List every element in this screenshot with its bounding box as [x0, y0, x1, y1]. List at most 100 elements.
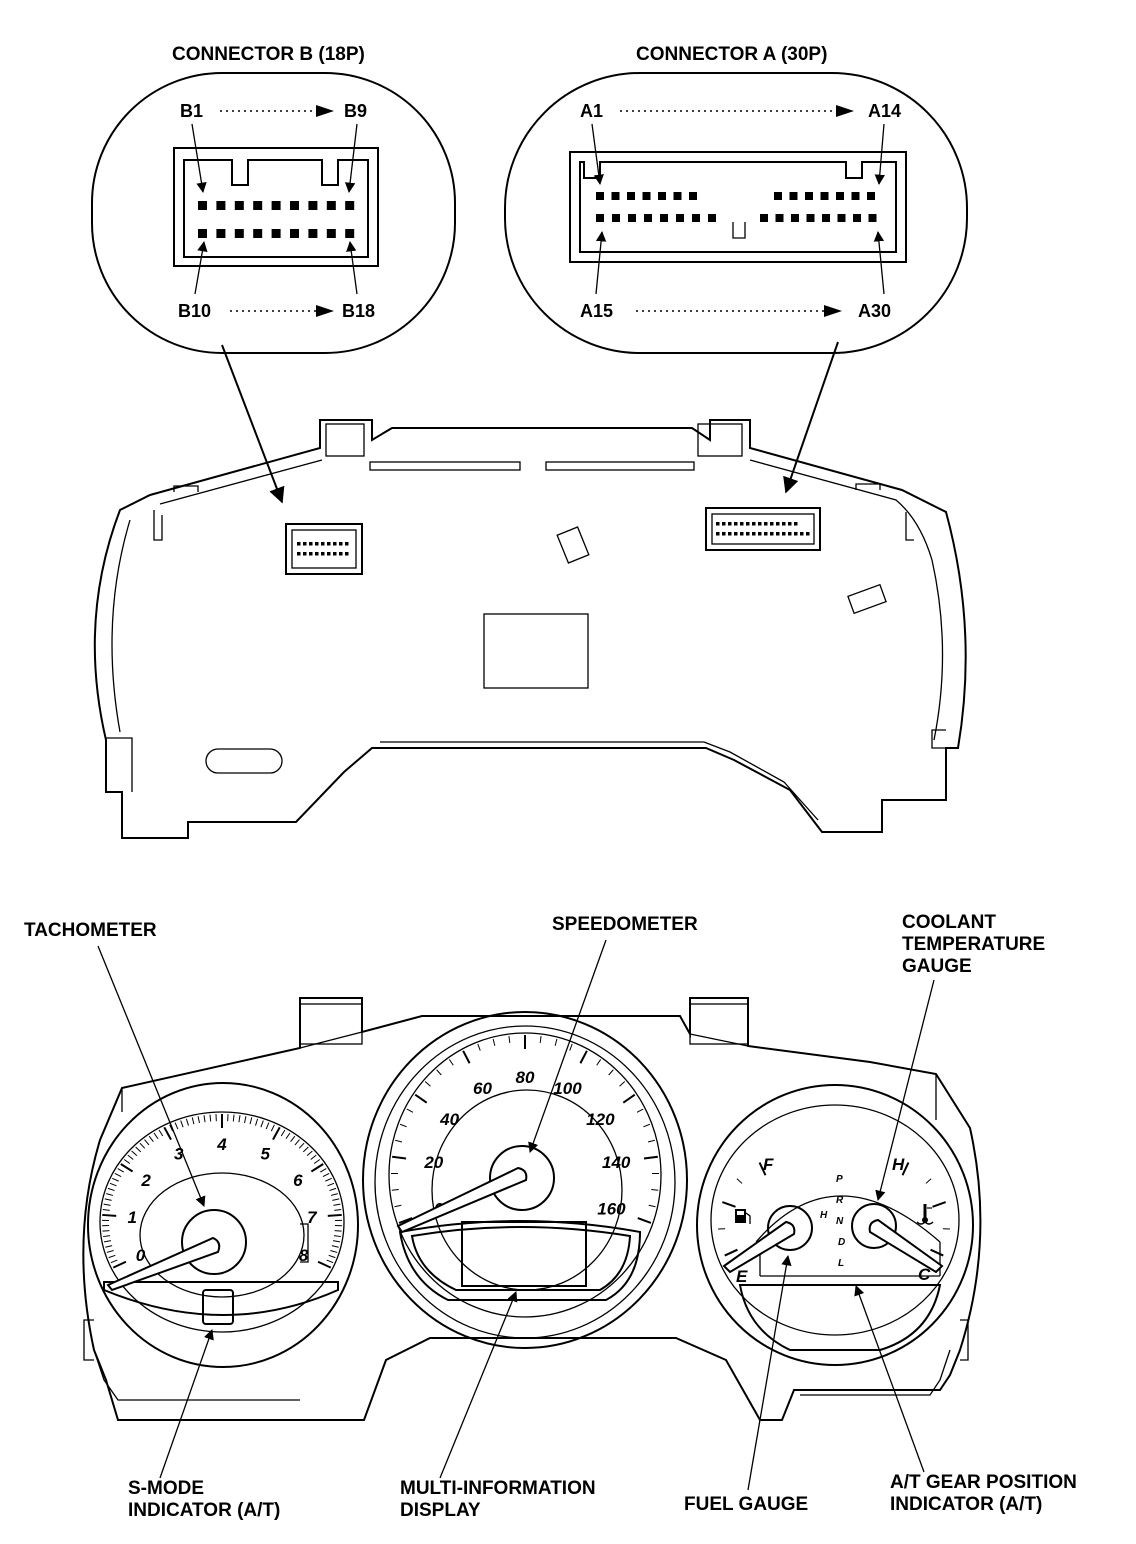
connector-b-pin [308, 201, 318, 210]
connector-a-pin [644, 214, 652, 222]
tachometer-major-tick [102, 1213, 117, 1217]
pin-label-b1: B1 [180, 101, 203, 121]
coolant-hot-label: H [892, 1155, 905, 1174]
connector-a-locator-arrow [783, 341, 839, 494]
speedometer-minor-tick [424, 1081, 431, 1087]
pin-leader-a14 [874, 123, 885, 186]
tachometer-minor-tick [334, 1230, 342, 1232]
coolant-label-line2: TEMPERATURE [902, 934, 1045, 955]
speedometer: 020406080100120140160 [362, 1011, 688, 1349]
speedometer-major-tick [637, 1217, 652, 1224]
speedometer-minor-tick [406, 1108, 414, 1113]
rear-connector-a-pin [794, 522, 798, 526]
tachometer-minor-tick [319, 1168, 327, 1173]
tachometer-minor-tick [238, 1115, 241, 1123]
coolant-cold-label: C [918, 1265, 931, 1284]
tachometer-major-tick [327, 1213, 342, 1217]
rear-connector-b-inner [291, 529, 357, 569]
tachometer-minor-tick [302, 1146, 309, 1153]
rear-connector-a-pin [800, 532, 804, 536]
tachometer-face [99, 1111, 345, 1333]
tachometer-minor-tick [329, 1187, 337, 1192]
tachometer-minor-tick [169, 1124, 174, 1132]
connector-a-pin [805, 192, 813, 200]
tachometer-label: 8 [299, 1246, 309, 1265]
rear-tab-right [847, 583, 887, 615]
rear-corner-feet [106, 729, 946, 792]
rear-connector-b-pin [303, 552, 307, 556]
speedometer-label: 100 [553, 1079, 582, 1098]
mid-label-line2: DISPLAY [400, 1500, 481, 1521]
rear-connector-a-pin [770, 532, 774, 536]
connector-b-title: CONNECTOR B (18P) [172, 44, 365, 65]
connector-b-pins [198, 201, 355, 238]
tachometer-minor-tick [109, 1182, 117, 1187]
multi-information-display [461, 1221, 587, 1287]
pin-range-arrow-a-bottom [824, 305, 842, 317]
pin-range-arrow-b-bottom [316, 305, 334, 317]
connector-a-pin [806, 214, 815, 222]
tachometer-minor-tick [174, 1122, 179, 1130]
coolant-thermometer-icon [916, 1204, 934, 1225]
rear-connector-a-pin [758, 532, 762, 536]
connector-a-callout: CONNECTOR A (30P) A1 A14 A15 A30 [504, 44, 968, 494]
rear-connector-b-pin [321, 542, 325, 546]
speedometer-minor-tick [539, 1035, 542, 1044]
connector-b-pin [326, 201, 336, 210]
fuel-gauge-needle [722, 1220, 796, 1274]
tachometer-minor-tick [310, 1154, 317, 1160]
tachometer-minor-tick [102, 1230, 110, 1232]
tachometer-minor-tick [139, 1142, 146, 1149]
rear-connector-a-pin [740, 522, 744, 526]
connector-a-pin [708, 214, 716, 222]
rear-tab-center [556, 526, 590, 564]
speedometer-minor-tick [636, 1108, 644, 1113]
connector-b-pin [198, 229, 207, 238]
tachometer-minor-tick [103, 1235, 111, 1238]
gear-position-label: P [836, 1174, 843, 1185]
tachometer-minor-tick [330, 1193, 338, 1196]
rear-connector-b-pin [339, 552, 343, 556]
s-mode-label-line2: INDICATOR (A/T) [128, 1500, 280, 1521]
tachometer-minor-tick [298, 1142, 305, 1149]
fuel-gauge-major-tick [724, 1248, 738, 1257]
tachometer-major-tick [112, 1260, 127, 1269]
connector-a-pin [789, 192, 798, 200]
speedometer-needle [396, 1166, 528, 1234]
rear-connector-a-pin [788, 522, 792, 526]
coolant-gauge-major-tick [930, 1248, 944, 1257]
tachometer-minor-tick [313, 1159, 321, 1164]
tachometer-minor-tick [158, 1129, 164, 1137]
connector-a-pin [692, 214, 700, 222]
tachometer-minor-tick [123, 1159, 131, 1164]
tachometer-minor-tick [135, 1146, 142, 1153]
right-gauge-bezel [696, 1084, 974, 1366]
speedometer-minor-tick [651, 1188, 659, 1191]
fuel-gauge-minor-tick [736, 1178, 743, 1184]
rear-small-tabs [153, 483, 914, 541]
connector-a-pin [596, 192, 604, 200]
tachometer-label: 5 [261, 1145, 271, 1164]
rear-connector-b-pin [309, 542, 313, 546]
tachometer-minor-tick [294, 1139, 300, 1146]
connector-a-pin [689, 192, 697, 200]
connector-b-pin [345, 229, 355, 238]
connector-b-bubble [91, 72, 456, 354]
tachometer-minor-tick [333, 1203, 341, 1206]
connector-b-pin [198, 201, 207, 210]
connector-b-pin [234, 229, 244, 238]
speedometer-label: SPEEDOMETER [552, 914, 698, 935]
tachometer-minor-tick [144, 1139, 150, 1146]
rear-connector-b-pin [297, 542, 301, 546]
connector-a-title: CONNECTOR A (30P) [636, 44, 827, 65]
rear-connector-a-pin [728, 522, 732, 526]
s-mode-indicator [202, 1289, 234, 1325]
tachometer-minor-tick [325, 1177, 332, 1182]
connector-b-pin [253, 229, 263, 238]
connector-a-pin [836, 192, 844, 200]
rear-connector-a-pin [764, 522, 768, 526]
tachometer-minor-tick [290, 1135, 296, 1143]
